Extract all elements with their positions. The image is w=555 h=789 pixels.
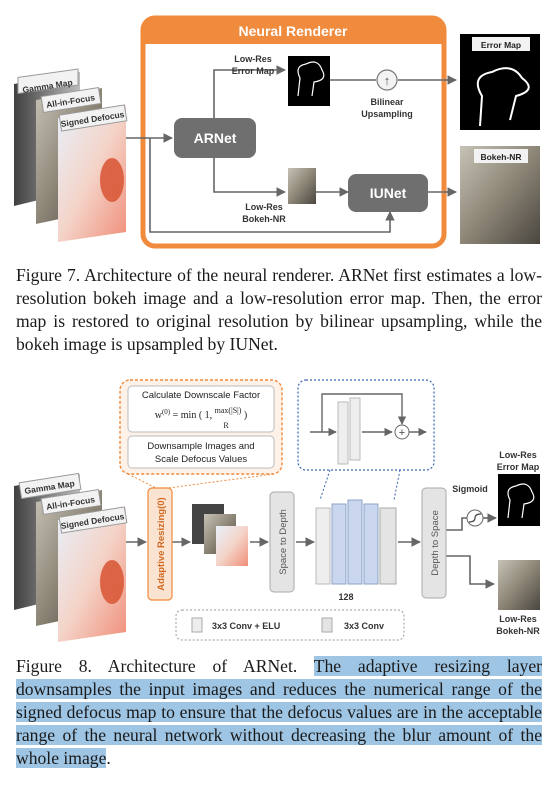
resized-defocus [216, 526, 248, 566]
space-to-depth-block [269, 491, 295, 593]
fig8-out-bokeh-1: Low-Res [499, 614, 537, 624]
label-gamma-map [17, 68, 79, 95]
output-bokeh-label: Bokeh-NR [480, 152, 521, 162]
upsample-arrow-icon: ↑ [384, 73, 391, 88]
lowres-bokeh-label-1: Low-Res [245, 202, 283, 212]
plus-icon: + [399, 427, 405, 439]
upsample-node [376, 69, 398, 91]
callout-title: Calculate Downscale Factor [142, 390, 260, 401]
channels-label: 128 [338, 592, 353, 602]
depth-to-space-label: Depth to Space [430, 510, 441, 576]
residual-block-zoom [297, 379, 435, 471]
fig8-out-bokeh-2: Bokeh-NR [496, 626, 540, 636]
space-to-depth-label: Space to Depth [278, 509, 289, 575]
fig7-input-stack: Gamma Map All-in-Focus Signed Defocus [14, 68, 128, 242]
arnet-block [174, 118, 256, 158]
adaptive-resizing-block [147, 487, 173, 601]
iunet-block [348, 174, 428, 212]
output-error-label: Error Map [481, 40, 521, 50]
sigmoid-icon [468, 513, 482, 523]
fig8-bokeh-thumb [498, 560, 540, 610]
legend-box [175, 609, 405, 641]
bilinear-label-1: Bilinear [370, 97, 404, 107]
caption-end: . [106, 748, 111, 768]
legend-conv: 3x3 Conv [344, 621, 384, 631]
iunet-label: IUNet [370, 185, 407, 201]
signed-defocus-image [58, 106, 126, 242]
adaptive-resizing-label: Adaptive Resizing(0) [156, 497, 167, 590]
legend-conv-swatch [321, 617, 333, 633]
fig8-out-error-1: Low-Res [499, 450, 537, 460]
lowres-error-thumb [288, 56, 330, 106]
svg-text:R: R [223, 421, 229, 430]
lowres-error-label-2: Error Map [232, 66, 275, 76]
figure-7-caption: Figure 7. Architecture of the neural ren… [16, 265, 542, 354]
figure-7: Neural Renderer Gamma Map All-in-Focus S… [14, 15, 540, 249]
legend-conv-elu-swatch [191, 617, 203, 633]
conv-stack [315, 499, 397, 585]
sigmoid-label: Sigmoid [452, 484, 488, 494]
depth-to-space-block [421, 487, 447, 599]
lowres-bokeh-thumb [288, 168, 316, 204]
lowres-error-label-1: Low-Res [234, 54, 272, 64]
callout-desc-1: Downsample Images and [147, 441, 254, 452]
neural-renderer-title: Neural Renderer [239, 23, 348, 39]
arnet-label: ARNet [194, 130, 237, 146]
fig8-out-error-2: Error Map [497, 462, 540, 472]
callout-desc-2: Scale Defocus Values [155, 454, 247, 465]
caption-lead: Figure 8. Architecture of ARNet. [16, 656, 314, 676]
figure-8-caption: Figure 8. Architecture of ARNet. The ada… [16, 655, 542, 770]
lowres-bokeh-label-2: Bokeh-NR [242, 214, 286, 224]
legend-conv-elu: 3x3 Conv + ELU [212, 621, 280, 631]
figure-8: Calculate Downscale Factor w(0) = min ( … [14, 379, 540, 642]
bilinear-label-2: Upsampling [361, 109, 413, 119]
